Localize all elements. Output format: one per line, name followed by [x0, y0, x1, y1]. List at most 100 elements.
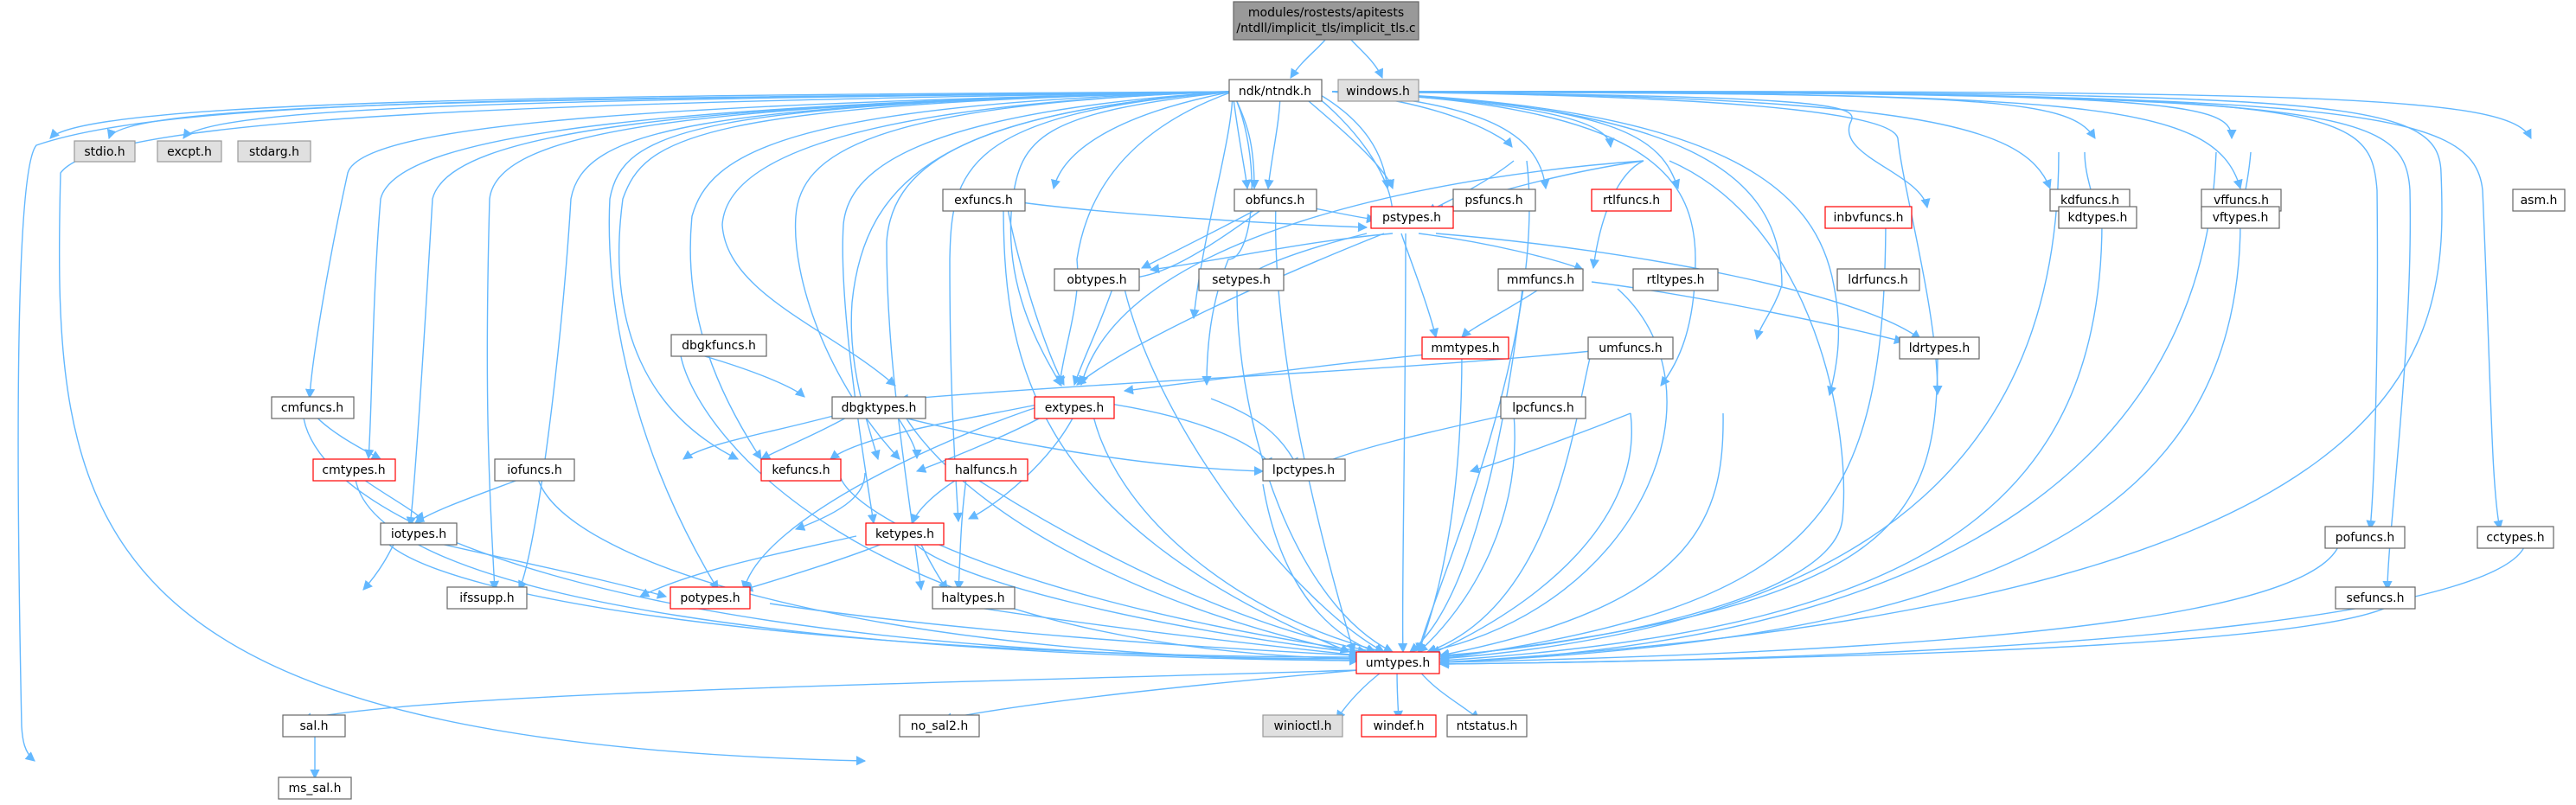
node-mmtypes-label: mmtypes.h	[1431, 342, 1499, 355]
node-psfuncs-label: psfuncs.h	[1464, 194, 1522, 208]
node-ntstatus[interactable]: ntstatus.h	[1446, 714, 1528, 738]
node-ldrfuncs[interactable]: ldrfuncs.h	[1836, 268, 1920, 291]
node-kefuncs-label: kefuncs.h	[772, 463, 830, 477]
node-stdarg-label: stdarg.h	[249, 145, 299, 159]
node-stdarg[interactable]: stdarg.h	[237, 140, 311, 163]
node-winioctl[interactable]: winioctl.h	[1262, 714, 1343, 738]
dependency-edges	[17, 39, 2532, 780]
node-inbvfuncs[interactable]: inbvfuncs.h	[1824, 206, 1913, 229]
node-root-line2: /ntdll/implicit_tls/implicit_tls.c	[1236, 22, 1415, 35]
node-windows[interactable]: windows.h	[1337, 79, 1419, 102]
node-lpctypes-label: lpctypes.h	[1272, 463, 1335, 477]
node-asm[interactable]: asm.h	[2512, 188, 2566, 212]
node-no-sal2[interactable]: no_sal2.h	[899, 714, 980, 738]
graph-nodes: modules/rostests/apitests /ntdll/implici…	[74, 1, 2566, 800]
node-umfuncs-label: umfuncs.h	[1599, 342, 1663, 355]
node-mmfuncs[interactable]: mmfuncs.h	[1497, 268, 1584, 291]
node-potypes[interactable]: potypes.h	[670, 586, 751, 610]
node-cmtypes-label: cmtypes.h	[322, 463, 385, 477]
node-halfuncs[interactable]: halfuncs.h	[945, 458, 1028, 482]
node-haltypes-label: haltypes.h	[941, 591, 1004, 605]
node-pstypes[interactable]: pstypes.h	[1370, 206, 1454, 229]
node-ifssupp[interactable]: ifssupp.h	[446, 586, 528, 610]
node-cctypes[interactable]: cctypes.h	[2477, 526, 2554, 549]
node-lpctypes[interactable]: lpctypes.h	[1262, 458, 1346, 482]
node-obfuncs-label: obfuncs.h	[1246, 194, 1304, 208]
node-cmfuncs-label: cmfuncs.h	[281, 401, 343, 415]
node-stdio-label: stdio.h	[84, 145, 125, 159]
node-cmfuncs[interactable]: cmfuncs.h	[271, 396, 355, 419]
node-psfuncs[interactable]: psfuncs.h	[1452, 188, 1536, 212]
node-setypes[interactable]: setypes.h	[1198, 268, 1285, 291]
node-rtlfuncs-label: rtlfuncs.h	[1603, 194, 1660, 208]
node-root-line1: modules/rostests/apitests	[1248, 6, 1404, 20]
node-ntstatus-label: ntstatus.h	[1457, 719, 1518, 733]
node-kefuncs[interactable]: kefuncs.h	[760, 458, 842, 482]
node-ms-sal-label: ms_sal.h	[288, 782, 341, 795]
node-root-file[interactable]: modules/rostests/apitests /ntdll/implici…	[1233, 1, 1419, 41]
node-kdtypes-label: kdtypes.h	[2068, 211, 2128, 225]
node-stdio[interactable]: stdio.h	[74, 140, 136, 163]
node-sefuncs[interactable]: sefuncs.h	[2335, 586, 2416, 610]
node-excpt[interactable]: excpt.h	[157, 140, 222, 163]
node-pstypes-label: pstypes.h	[1382, 211, 1441, 225]
node-sal-label: sal.h	[299, 719, 328, 733]
node-dbgkfuncs[interactable]: dbgkfuncs.h	[670, 334, 767, 357]
node-rtltypes[interactable]: rtltypes.h	[1632, 268, 1719, 291]
node-ldrtypes[interactable]: ldrtypes.h	[1899, 336, 1980, 360]
node-cmtypes[interactable]: cmtypes.h	[312, 458, 396, 482]
node-ldrtypes-label: ldrtypes.h	[1909, 342, 1970, 355]
node-obfuncs[interactable]: obfuncs.h	[1234, 188, 1317, 212]
node-asm-label: asm.h	[2521, 194, 2558, 208]
node-rtltypes-label: rtltypes.h	[1646, 273, 1704, 287]
node-exfuncs-label: exfuncs.h	[954, 194, 1013, 208]
node-winioctl-label: winioctl.h	[1273, 719, 1331, 733]
node-lpcfuncs[interactable]: lpcfuncs.h	[1500, 396, 1586, 419]
node-ifssupp-label: ifssupp.h	[459, 591, 514, 605]
node-ketypes[interactable]: ketypes.h	[865, 522, 945, 546]
node-umtypes-label: umtypes.h	[1366, 656, 1430, 670]
node-vffuncs-label: vffuncs.h	[2214, 194, 2269, 208]
node-iotypes[interactable]: iotypes.h	[380, 522, 458, 546]
node-windows-label: windows.h	[1346, 85, 1410, 99]
node-pofuncs-label: pofuncs.h	[2336, 531, 2394, 545]
node-excpt-label: excpt.h	[167, 145, 212, 159]
node-kdtypes[interactable]: kdtypes.h	[2058, 206, 2137, 229]
node-halfuncs-label: halfuncs.h	[955, 463, 1017, 477]
node-mmtypes[interactable]: mmtypes.h	[1421, 336, 1509, 360]
node-iofuncs[interactable]: iofuncs.h	[494, 458, 575, 482]
node-setypes-label: setypes.h	[1212, 273, 1271, 287]
node-rtlfuncs[interactable]: rtlfuncs.h	[1591, 188, 1672, 212]
node-umtypes[interactable]: umtypes.h	[1355, 651, 1440, 674]
node-sefuncs-label: sefuncs.h	[2347, 591, 2405, 605]
node-mmfuncs-label: mmfuncs.h	[1507, 273, 1574, 287]
node-vftypes[interactable]: vftypes.h	[2201, 206, 2280, 229]
node-windef[interactable]: windef.h	[1361, 714, 1437, 738]
node-lpcfuncs-label: lpcfuncs.h	[1512, 401, 1573, 415]
node-inbvfuncs-label: inbvfuncs.h	[1834, 211, 1904, 225]
node-exfuncs[interactable]: exfuncs.h	[942, 188, 1026, 212]
node-ldrfuncs-label: ldrfuncs.h	[1848, 273, 1908, 287]
node-extypes-label: extypes.h	[1045, 401, 1105, 415]
node-sal[interactable]: sal.h	[282, 714, 346, 738]
node-haltypes[interactable]: haltypes.h	[932, 586, 1016, 610]
node-potypes-label: potypes.h	[680, 591, 740, 605]
node-dbgktypes[interactable]: dbgktypes.h	[831, 396, 926, 419]
node-ms-sal[interactable]: ms_sal.h	[278, 776, 352, 800]
node-extypes[interactable]: extypes.h	[1034, 396, 1115, 419]
node-obtypes[interactable]: obtypes.h	[1054, 268, 1140, 291]
node-cctypes-label: cctypes.h	[2486, 531, 2544, 545]
node-umfuncs[interactable]: umfuncs.h	[1587, 336, 1674, 360]
node-obtypes-label: obtypes.h	[1067, 273, 1126, 287]
node-ntndk[interactable]: ndk/ntndk.h	[1228, 79, 1323, 102]
node-ketypes-label: ketypes.h	[875, 527, 934, 541]
node-windef-label: windef.h	[1374, 719, 1425, 733]
node-dbgkfuncs-label: dbgkfuncs.h	[682, 339, 756, 353]
node-dbgktypes-label: dbgktypes.h	[842, 401, 917, 415]
node-iotypes-label: iotypes.h	[391, 527, 446, 541]
node-iofuncs-label: iofuncs.h	[507, 463, 561, 477]
node-kdfuncs-label: kdfuncs.h	[2060, 194, 2119, 208]
node-pofuncs[interactable]: pofuncs.h	[2324, 526, 2406, 549]
node-ntndk-label: ndk/ntndk.h	[1239, 85, 1311, 99]
